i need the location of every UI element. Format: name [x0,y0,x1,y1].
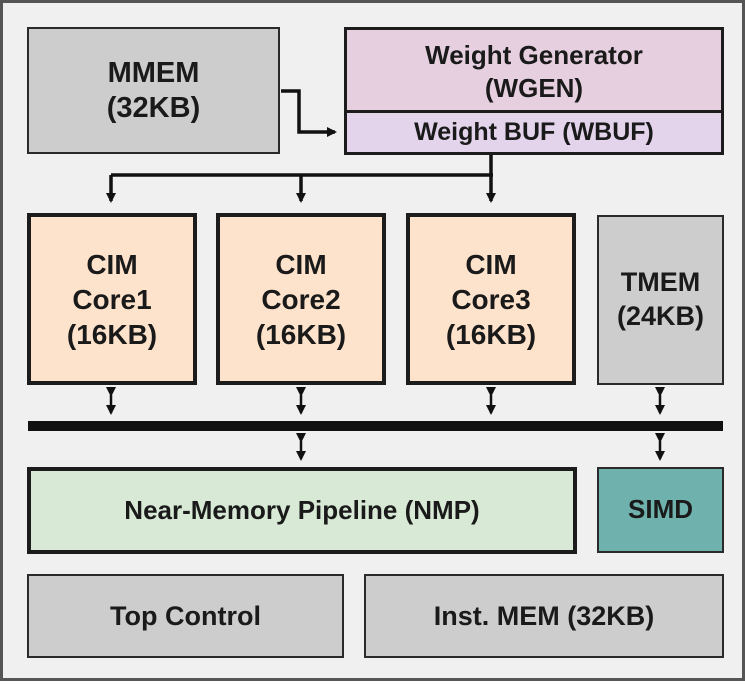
cim-core1-block: CIM Core1 (16KB) [27,213,197,385]
core3-size: (16KB) [445,318,537,350]
mmem-block: MMEM (32KB) [27,27,280,154]
wgen-title: Weight Generator [425,40,643,70]
tmem-block: TMEM (24KB) [597,215,724,385]
core1-size: (16KB) [66,318,158,350]
nmp-block: Near-Memory Pipeline (NMP) [27,467,577,554]
core2-size: (16KB) [255,318,347,350]
wgen-abbrev: (WGEN) [484,72,584,103]
top-control-block: Top Control [27,574,344,658]
inst-mem-block: Inst. MEM (32KB) [364,574,724,658]
core3-type: CIM [465,248,517,280]
mmem-size: (32KB) [106,91,201,124]
tmem-title: TMEM [620,267,701,298]
top-control-label: Top Control [110,600,261,631]
inst-mem-label: Inst. MEM (32KB) [433,600,655,631]
simd-label: SIMD [628,494,693,525]
core2-name: Core2 [261,283,341,315]
tmem-size: (24KB) [616,301,704,331]
weight-buffer-block: Weight BUF (WBUF) [347,110,721,152]
mmem-to-wbuf-arrow [281,89,337,137]
core2-type: CIM [275,248,327,280]
core1-type: CIM [86,248,138,280]
mmem-title: MMEM [107,56,200,89]
nmp-label: Near-Memory Pipeline (NMP) [124,494,480,525]
wgen-label: Weight Generator (WGEN) [347,30,721,113]
interconnect-wires [28,89,723,461]
core1-name: Core1 [72,283,152,315]
simd-block: SIMD [597,467,724,553]
cim-core3-block: CIM Core3 (16KB) [406,213,576,385]
main-data-bus [28,421,723,431]
weight-generator-block: Weight Generator (WGEN) Weight BUF (WBUF… [344,27,724,155]
cim-core2-block: CIM Core2 (16KB) [216,213,386,385]
core3-name: Core3 [451,283,531,315]
